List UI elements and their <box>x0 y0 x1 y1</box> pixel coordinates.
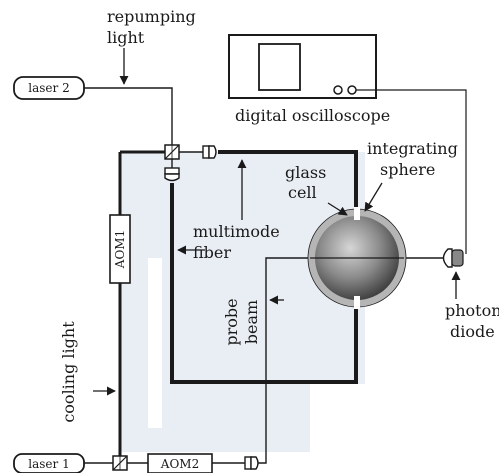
fiber-coupler-right <box>179 145 217 159</box>
integrating-sphere-arrow <box>364 182 383 212</box>
fiber-coupler-down <box>164 159 180 182</box>
glass-cell-label: glass <box>285 163 326 182</box>
aom1: AOM1 <box>109 214 131 284</box>
laser-2: laser 2 <box>13 76 85 100</box>
aom2-body <box>147 453 213 473</box>
integrating-sphere <box>307 207 407 309</box>
panel-gap <box>148 258 162 428</box>
arrows <box>93 48 461 396</box>
beam-splitter-top <box>164 144 180 160</box>
laser-1: laser 1 <box>13 453 85 473</box>
cooling-light-label: cooling light <box>59 321 78 423</box>
glass-cell-label-2: cell <box>288 183 317 202</box>
multimode-fiber-bottom <box>170 183 358 384</box>
photon-diode-label: photon <box>445 301 499 320</box>
aom2: AOM2 <box>147 453 213 473</box>
repumping-label-2: light <box>107 28 145 47</box>
photon-diode-label-2: diode <box>450 322 495 341</box>
aom2-label: AOM2 <box>160 457 199 471</box>
oscilloscope-knob-1 <box>333 85 343 95</box>
sphere-port-top <box>354 207 360 220</box>
probe-fiber-coupler <box>244 456 259 470</box>
beam-label: beam <box>242 300 261 344</box>
multimode-fiber-label-2: fiber <box>193 243 231 262</box>
laser-2-label: laser 2 <box>28 81 69 95</box>
integrating-sphere-label-2: sphere <box>380 160 435 179</box>
probe-label: probe <box>222 298 241 345</box>
aom1-body <box>109 214 131 284</box>
oscilloscope-label: digital oscilloscope <box>235 106 390 125</box>
beam-splitter-bottom <box>112 455 128 471</box>
oscilloscope <box>228 34 377 99</box>
oscilloscope-body <box>228 34 377 99</box>
multimode-fiber-label: multimode <box>193 222 280 241</box>
photodiode <box>442 248 464 268</box>
glass-cell-arrow <box>327 202 348 216</box>
laser-1-label: laser 1 <box>28 457 69 471</box>
aom1-label: AOM1 <box>113 230 127 269</box>
multimode-fiber-top <box>218 150 358 217</box>
oscilloscope-screen <box>258 43 301 91</box>
repumping-beam <box>84 87 173 148</box>
integrating-sphere-label: integrating <box>367 139 458 158</box>
sphere-port-bottom <box>354 296 360 309</box>
signal-cable <box>356 89 467 254</box>
repumping-label: repumping <box>107 7 196 26</box>
